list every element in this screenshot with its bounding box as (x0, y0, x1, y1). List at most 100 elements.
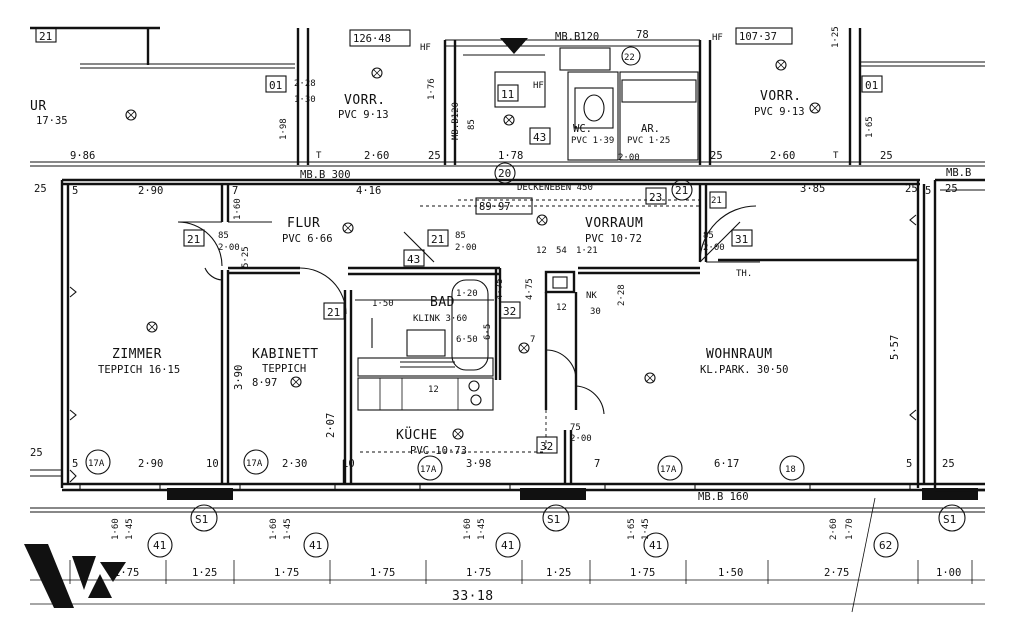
dim-85-vorraum: 85 (703, 231, 714, 241)
dim-85-flur: 85 (218, 231, 229, 241)
tag-32-bad: 32 (503, 305, 516, 318)
circle-s1-1: S1 (195, 513, 208, 526)
room-vorraum-floor: PVC 10·72 (585, 233, 642, 245)
sill-145-c: 1·45 (477, 518, 487, 540)
dim-200-k: 2·00 (570, 434, 592, 444)
circle-41-4: 41 (649, 539, 662, 552)
mb-b120-vertical: MB.B120 (451, 102, 461, 140)
circle-41-3: 41 (501, 539, 514, 552)
dim-kuche-h: 2·07 (325, 413, 337, 438)
sill-160-c: 1·60 (463, 518, 473, 540)
dim-25-a: 25 (428, 150, 441, 162)
dim-kabinett-h: 3·90 (233, 365, 245, 390)
dim-150: 7 (530, 335, 535, 345)
chain-275: 2·75 (824, 567, 849, 579)
sill-145-a: 1·45 (125, 518, 135, 540)
dimension-chain: 1·75 1·25 1·75 1·75 1·75 1·25 1·75 1·50 … (30, 560, 985, 605)
apartment-area-box (475, 197, 533, 215)
room-wohnraum-floor: KL.PARK. 30·50 (700, 364, 789, 376)
dim-r2-5b: 5 (925, 185, 931, 197)
dim-b-10a: 10 (206, 458, 219, 470)
dim-2-28: 1·76 (427, 78, 437, 100)
mb-b160: MB.B 160 (698, 491, 749, 503)
circle-20: 20 (498, 167, 511, 180)
circle-21: 21 (675, 184, 688, 197)
dim-b-617: 6·17 (714, 458, 739, 470)
room-vorr-left-floor: PVC 9·13 (338, 109, 389, 121)
dim-160-flur: 1·60 (233, 198, 243, 220)
dim-65-kitchen: 12 (428, 385, 439, 395)
dim-b-5: 5 (72, 458, 78, 470)
dim-zimmer-25: 25 (30, 447, 43, 459)
circle-17a-3: 17A (420, 465, 437, 475)
dim-30: 54 (556, 246, 567, 256)
dim-r2-25b: 25 (905, 183, 918, 195)
circle-s1-3: S1 (943, 513, 956, 526)
chain-175-b: 1·75 (274, 567, 299, 579)
dim-173: 6·5 (483, 324, 493, 340)
inner-dimensions: 85 2·00 1·60 5·25 85 2·00 85 2·00 75 2·0… (218, 153, 725, 444)
dim-200-vorraum: 2·00 (703, 243, 725, 253)
deckeneben-label: DECKENEBEN 450 (517, 183, 593, 193)
dim-b-398: 3·98 (466, 458, 491, 470)
chain-175-c: 1·75 (370, 567, 395, 579)
dim-54: 12 (556, 303, 567, 313)
room-ar-name: AR. (641, 123, 660, 135)
room-zimmer-name: ZIMMER (112, 347, 162, 362)
room-ar-floor: PVC 1·25 (627, 136, 670, 146)
room-bad-floor: KLINK 3·60 (413, 314, 467, 324)
circle-62: 62 (879, 539, 892, 552)
sill-165-d: 1·65 (627, 518, 637, 540)
total-length: 33·18 (452, 589, 494, 604)
tag-23: 23 (649, 191, 662, 204)
dimension-row-2: 25 5 2·90 7 4·16 3·85 25 5 25 (34, 183, 958, 197)
apartment-area: 89·97 (479, 201, 511, 213)
tag-21-kabinett: 21 (327, 306, 340, 319)
dim-25-c: 25 (880, 150, 893, 162)
tag-32-kueche: 32 (540, 440, 553, 453)
room-wc-floor: PVC 1·39 (571, 136, 614, 146)
dim-241: 1·50 (372, 299, 394, 309)
circle-17a-4: 17A (660, 465, 677, 475)
chain-150: 1·50 (718, 567, 743, 579)
room-ceiling-markers (146, 214, 656, 440)
nk-label: NK (586, 291, 597, 301)
dim-1-76-left: 1·98 (279, 118, 289, 140)
dim-200-a: 1·30 (294, 95, 316, 105)
sill-145-b: 1·45 (283, 518, 293, 540)
circle-17a-1: 17A (88, 459, 105, 469)
dim-200-bad: 2·00 (455, 243, 477, 253)
dim-75-bad: 6·50 (456, 335, 478, 345)
dim-r2-25c: 25 (945, 183, 958, 195)
t-marker-right: T (833, 151, 839, 161)
dim-r2-416: 4·16 (356, 185, 381, 197)
element-tags: 21 21 43 21 32 32 23 31 21 21 TH. NK T T (183, 151, 839, 454)
dim-9-86: 9·86 (70, 150, 95, 162)
dim-475-b: 4·75 (525, 278, 535, 300)
dim-wohn-h: 5·57 (889, 335, 901, 360)
room-flur-floor: PVC 6·66 (282, 233, 333, 245)
dim-1-98: 85 (467, 119, 477, 130)
dim-200-flur: 2·00 (218, 243, 240, 253)
dim-b-10b: 10 (342, 458, 355, 470)
room-vorraum-name: VORRAUM (585, 216, 643, 231)
dim-b-5b: 5 (906, 458, 912, 470)
dim-1-76-right: 1·65 (865, 116, 875, 138)
dim-r2-385: 3·85 (800, 183, 825, 195)
sill-160-b: 1·60 (269, 518, 279, 540)
sill-170: 1·70 (845, 518, 855, 540)
room-kabinett-area: 8·97 (252, 377, 277, 389)
dim-12-b: 1·21 (576, 246, 598, 256)
dim-r2-290: 2·90 (138, 185, 163, 197)
brand-logo-icon (24, 544, 126, 608)
room-flur-name: FLUR (287, 216, 320, 231)
dim-r2-5: 5 (72, 185, 78, 197)
room-wohnraum-name: WOHNRAUM (706, 347, 773, 362)
circle-17a-2: 17A (246, 459, 263, 469)
dim-120-bad: 1·20 (456, 289, 478, 299)
chain-125-a: 1·25 (192, 567, 217, 579)
room-kabinett-name: KABINETT (252, 347, 319, 362)
circle-18: 18 (785, 465, 796, 475)
chain-100: 1·00 (936, 567, 961, 579)
tag-43-top: 43 (533, 131, 546, 144)
